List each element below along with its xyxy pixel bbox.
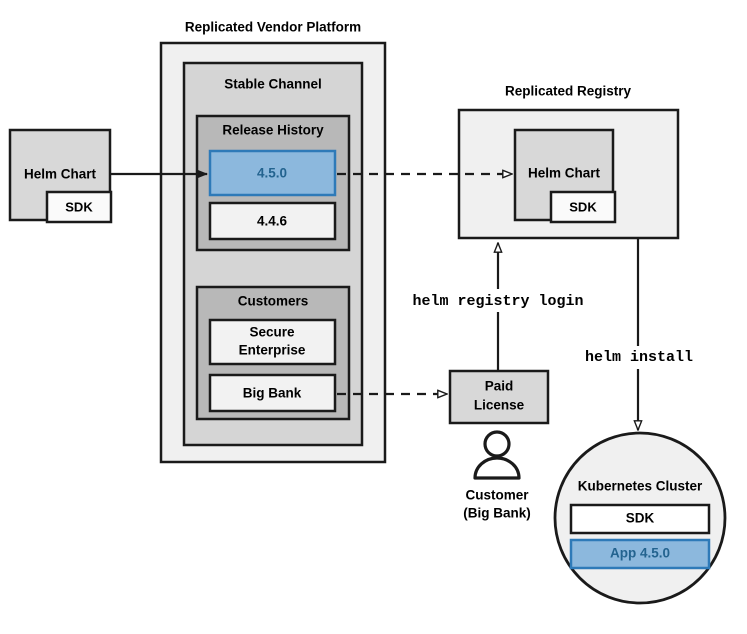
customer-big-bank-box[interactable] <box>208 373 337 413</box>
customer-big-bank-label: Big Bank <box>243 386 302 401</box>
paid-license-label-line1: Paid <box>485 379 514 394</box>
registry-sdk-box <box>549 190 617 224</box>
customer-secure-enterprise-label-line1: Secure <box>249 325 295 340</box>
source-helm-chart-label: Helm Chart <box>24 167 97 182</box>
paid-license-box <box>448 369 550 425</box>
source-sdk-box <box>45 190 113 224</box>
customer-secure-enterprise-label-line2: Enterprise <box>239 343 306 358</box>
release-4-5-0-label: 4.5.0 <box>257 166 287 181</box>
cluster-sdk-box <box>569 503 711 535</box>
kubernetes-cluster-title: Kubernetes Cluster <box>578 479 703 494</box>
paid-license-label-line2: License <box>474 398 525 413</box>
release-4-4-6-box[interactable] <box>208 201 337 241</box>
registry-title: Replicated Registry <box>505 84 632 99</box>
customer-avatar-body-icon <box>473 456 521 480</box>
customer-person-label-line2: (Big Bank) <box>463 506 531 521</box>
stable-channel-title: Stable Channel <box>224 77 322 92</box>
release-history-title: Release History <box>222 123 324 138</box>
cmd-helm-install-label: helm install <box>585 349 693 366</box>
customers-title: Customers <box>238 294 309 309</box>
registry-sdk-label: SDK <box>569 199 597 214</box>
cluster-app-label: App 4.5.0 <box>610 546 670 561</box>
cluster-sdk-label: SDK <box>626 511 655 526</box>
platform-title: Replicated Vendor Platform <box>185 20 361 35</box>
cluster-app-box <box>569 538 711 570</box>
customer-secure-enterprise-box[interactable] <box>208 318 337 366</box>
registry-helm-chart-label: Helm Chart <box>528 166 601 181</box>
cmd-registry-login-label: helm registry login <box>412 293 583 310</box>
customer-avatar-head-icon <box>483 430 511 458</box>
cmd-helm-install-backdrop <box>575 346 703 369</box>
release-4-4-6-label: 4.4.6 <box>257 214 288 229</box>
customer-person-label-line1: Customer <box>465 488 529 503</box>
release-4-5-0-box[interactable] <box>208 149 337 197</box>
source-sdk-label: SDK <box>65 199 93 214</box>
cmd-registry-login-backdrop <box>398 289 598 312</box>
